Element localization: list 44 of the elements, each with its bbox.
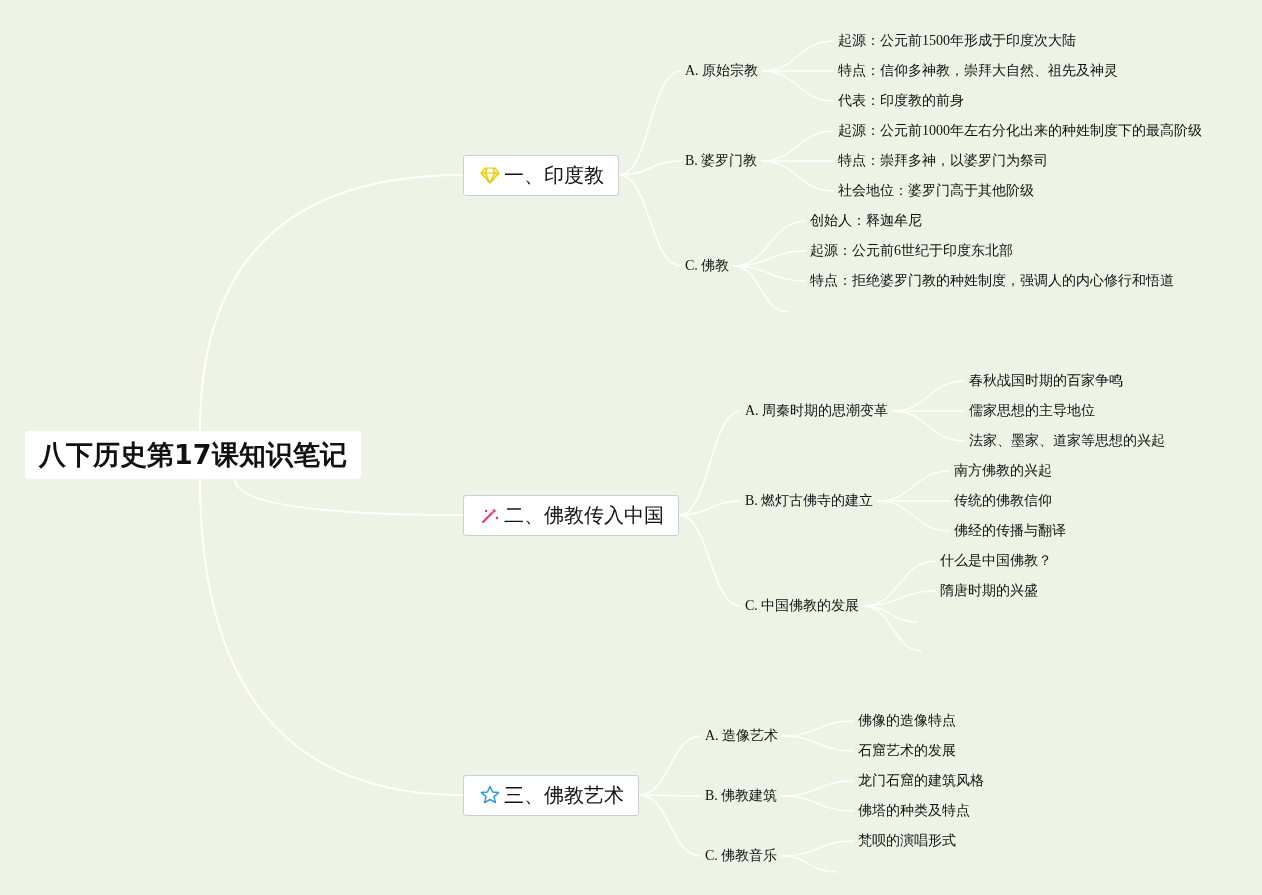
topic-text: 三、佛教艺术 xyxy=(504,782,624,808)
subtopic-text: C. 佛教 xyxy=(681,255,734,277)
point-text: 佛塔的种类及特点 xyxy=(854,800,974,822)
point-text: 特点：信仰多神教，崇拜大自然、祖先及神灵 xyxy=(834,60,1122,82)
point-text: 起源：公元前1500年形成于印度次大陆 xyxy=(834,30,1080,52)
point-text: 南方佛教的兴起 xyxy=(950,460,1056,482)
branch-line xyxy=(199,478,464,796)
point-text: 梵呗的演唱形式 xyxy=(854,830,960,852)
point-text: 龙门石窟的建筑风格 xyxy=(854,770,988,792)
point-text: 起源：公元前6世纪于印度东北部 xyxy=(806,240,1017,262)
point-text: 特点：拒绝婆罗门教的种姓制度，强调人的内心修行和悟道 xyxy=(806,270,1178,292)
point-text: 特点：崇拜多神，以婆罗门为祭司 xyxy=(834,150,1052,172)
subtopic-text: B. 燃灯古佛寺的建立 xyxy=(741,490,878,512)
point-text: 儒家思想的主导地位 xyxy=(965,400,1099,422)
branch-line xyxy=(780,855,837,873)
subtopic-text: C. 中国佛教的发展 xyxy=(741,595,864,617)
point-text: 佛经的传播与翻译 xyxy=(950,520,1070,542)
subtopic-text: C. 佛教音乐 xyxy=(701,845,782,867)
topic-text: 一、印度教 xyxy=(504,162,604,188)
point-text: 隋唐时期的兴盛 xyxy=(936,580,1042,602)
point-text: 什么是中国佛教？ xyxy=(936,550,1056,572)
topic-box xyxy=(463,154,619,196)
point-text: 传统的佛教信仰 xyxy=(950,490,1056,512)
point-text: 社会地位：婆罗门高于其他阶级 xyxy=(834,180,1038,202)
topic-text: 二、佛教传入中国 xyxy=(504,502,664,528)
subtopic-text: A. 造像艺术 xyxy=(701,725,783,747)
topic-box xyxy=(463,774,639,816)
subtopic-text: B. 佛教建筑 xyxy=(701,785,782,807)
subtopic-text: A. 原始宗教 xyxy=(681,60,763,82)
point-text: 春秋战国时期的百家争鸣 xyxy=(965,370,1127,392)
topic-box xyxy=(463,494,679,536)
point-text: 代表：印度教的前身 xyxy=(834,90,968,112)
point-text: 佛像的造像特点 xyxy=(854,710,960,732)
branch-line xyxy=(199,174,464,432)
point-text: 石窟艺术的发展 xyxy=(854,740,960,762)
branch-line xyxy=(780,795,855,812)
point-text: 法家、墨家、道家等思想的兴起 xyxy=(965,430,1169,452)
subtopic-text: B. 婆罗门教 xyxy=(681,150,762,172)
point-text: 起源：公元前1000年左右分化出来的种姓制度下的最高阶级 xyxy=(834,120,1206,142)
branch-line xyxy=(234,478,464,516)
subtopic-text: A. 周秦时期的思潮变革 xyxy=(741,400,893,422)
branch-line xyxy=(781,735,855,752)
title-box: 八下历史第17课知识笔记 xyxy=(25,431,361,479)
point-text: 创始人：释迦牟尼 xyxy=(806,210,926,232)
